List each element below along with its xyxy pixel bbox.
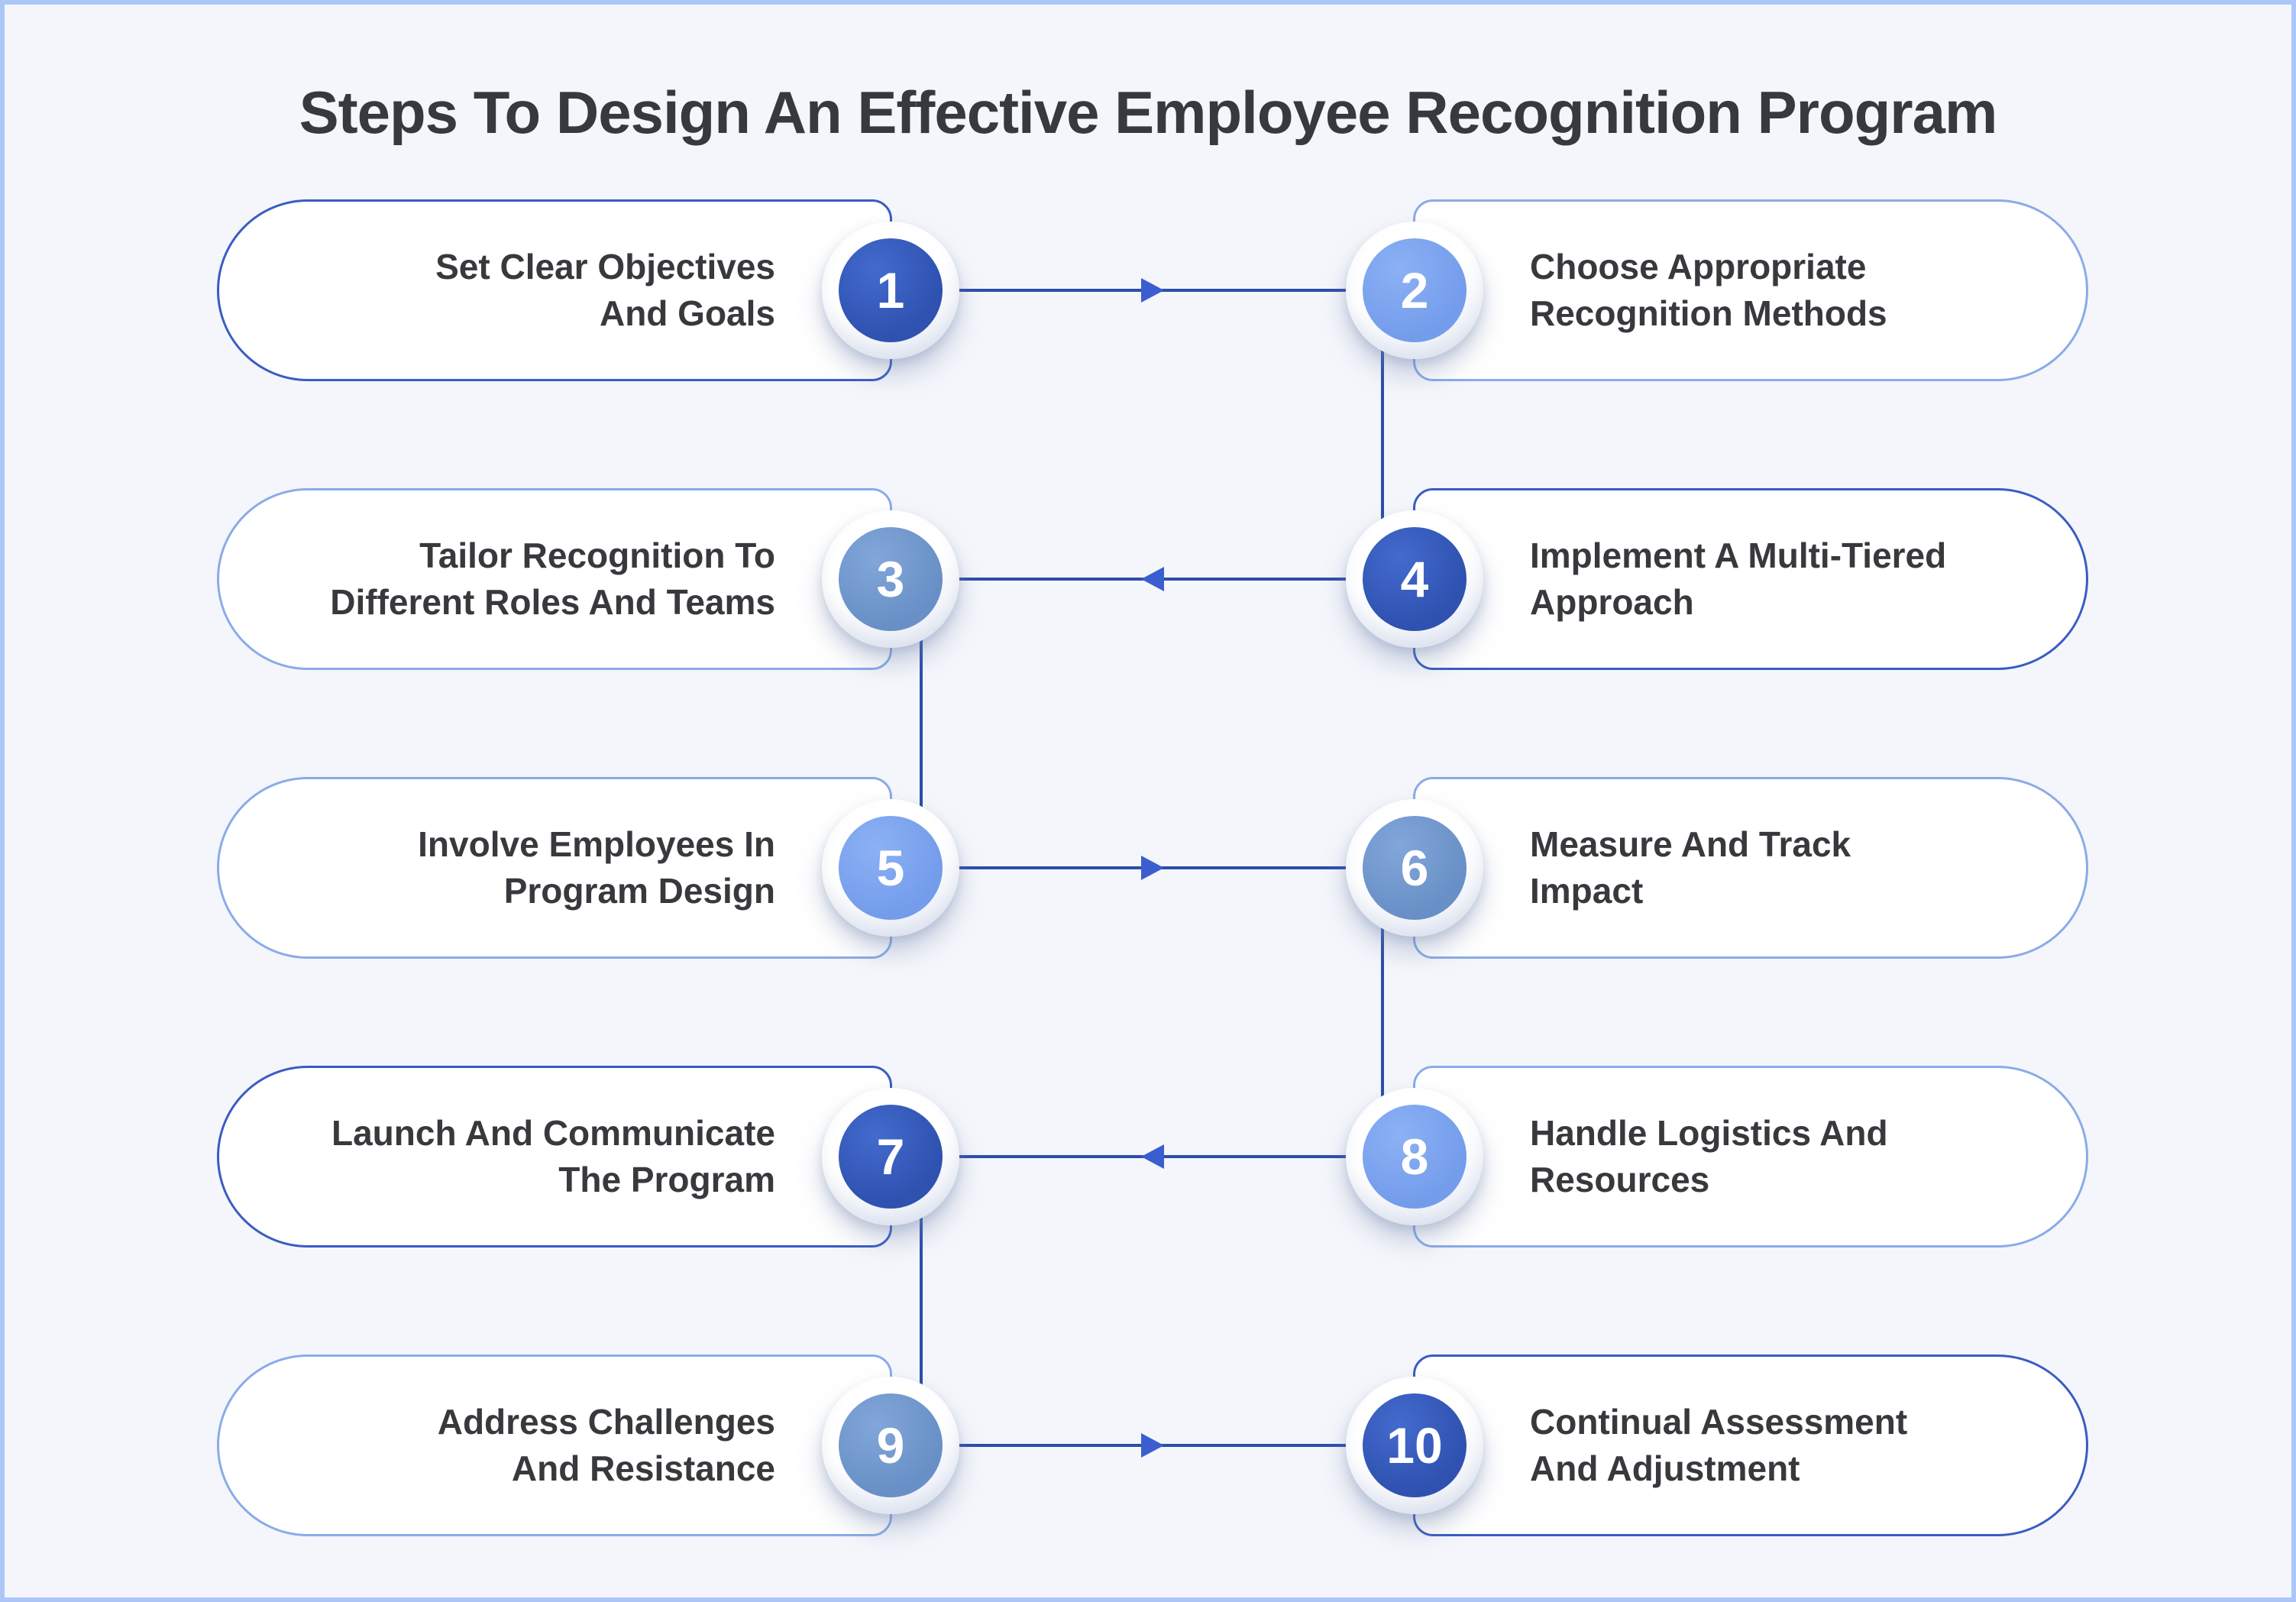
- step-5-label: Involve Employees In Program Design: [418, 824, 775, 911]
- step-9-label: Address Challenges And Resistance: [437, 1402, 775, 1488]
- step-6-circle: 6: [1363, 816, 1467, 920]
- step-8-number: 8: [1400, 1128, 1429, 1185]
- step-8-label: Handle Logistics And Resources: [1530, 1113, 1888, 1199]
- step-10-badge: 10: [1346, 1377, 1483, 1514]
- step-2-circle: 2: [1363, 238, 1467, 342]
- step-9-number: 9: [876, 1417, 905, 1474]
- step-9-badge: 9: [822, 1377, 959, 1514]
- step-4-circle: 4: [1363, 527, 1467, 631]
- step-10-box: Continual Assessment And Adjustment: [1413, 1354, 2088, 1536]
- step-7-number: 7: [876, 1128, 905, 1185]
- step-7-circle: 7: [839, 1105, 943, 1209]
- step-1-badge: 1: [822, 222, 959, 359]
- step-6-badge: 6: [1346, 799, 1483, 937]
- step-5-number: 5: [876, 840, 905, 896]
- step-1-label: Set Clear Objectives And Goals: [435, 247, 775, 333]
- connector-line-7-9: [920, 1157, 923, 1445]
- connector-arrow-8-7: [953, 1155, 1352, 1158]
- step-2-label: Choose Appropriate Recognition Methods: [1530, 247, 1887, 333]
- step-2-box: Choose Appropriate Recognition Methods: [1413, 199, 2088, 381]
- step-2-number: 2: [1400, 262, 1429, 319]
- step-7-badge: 7: [822, 1088, 959, 1225]
- connector-arrow-1-2: [953, 289, 1352, 292]
- step-3-circle: 3: [839, 527, 943, 631]
- step-3-label: Tailor Recognition To Different Roles An…: [330, 536, 775, 622]
- step-9-box: Address Challenges And Resistance: [217, 1354, 892, 1536]
- step-6-box: Measure And Track Impact: [1413, 777, 2088, 959]
- step-6-label: Measure And Track Impact: [1530, 824, 1851, 911]
- connector-line-2-4: [1381, 290, 1384, 579]
- step-10-label: Continual Assessment And Adjustment: [1530, 1402, 1908, 1488]
- connector-arrow-5-6: [953, 866, 1352, 869]
- step-1-number: 1: [876, 262, 905, 319]
- step-3-number: 3: [876, 551, 905, 607]
- step-4-number: 4: [1400, 551, 1429, 607]
- step-8-badge: 8: [1346, 1088, 1483, 1225]
- step-10-number: 10: [1386, 1417, 1443, 1474]
- step-3-badge: 3: [822, 510, 959, 648]
- connector-arrow-9-10: [953, 1444, 1352, 1447]
- step-6-number: 6: [1400, 840, 1429, 896]
- step-5-box: Involve Employees In Program Design: [217, 777, 892, 959]
- step-2-badge: 2: [1346, 222, 1483, 359]
- step-4-badge: 4: [1346, 510, 1483, 648]
- step-9-circle: 9: [839, 1393, 943, 1497]
- step-7-box: Launch And Communicate The Program: [217, 1066, 892, 1248]
- step-4-label: Implement A Multi-Tiered Approach: [1530, 536, 1947, 622]
- step-3-box: Tailor Recognition To Different Roles An…: [217, 488, 892, 670]
- step-1-circle: 1: [839, 238, 943, 342]
- page-title: Steps To Design An Effective Employee Re…: [299, 79, 1998, 146]
- step-8-circle: 8: [1363, 1105, 1467, 1209]
- connector-line-3-5: [920, 579, 923, 868]
- connector-line-6-8: [1381, 868, 1384, 1157]
- step-4-box: Implement A Multi-Tiered Approach: [1413, 488, 2088, 670]
- step-7-label: Launch And Communicate The Program: [331, 1113, 775, 1199]
- step-1-box: Set Clear Objectives And Goals: [217, 199, 892, 381]
- step-5-circle: 5: [839, 816, 943, 920]
- connector-arrow-4-3: [953, 578, 1352, 581]
- step-8-box: Handle Logistics And Resources: [1413, 1066, 2088, 1248]
- step-5-badge: 5: [822, 799, 959, 937]
- step-10-circle: 10: [1363, 1393, 1467, 1497]
